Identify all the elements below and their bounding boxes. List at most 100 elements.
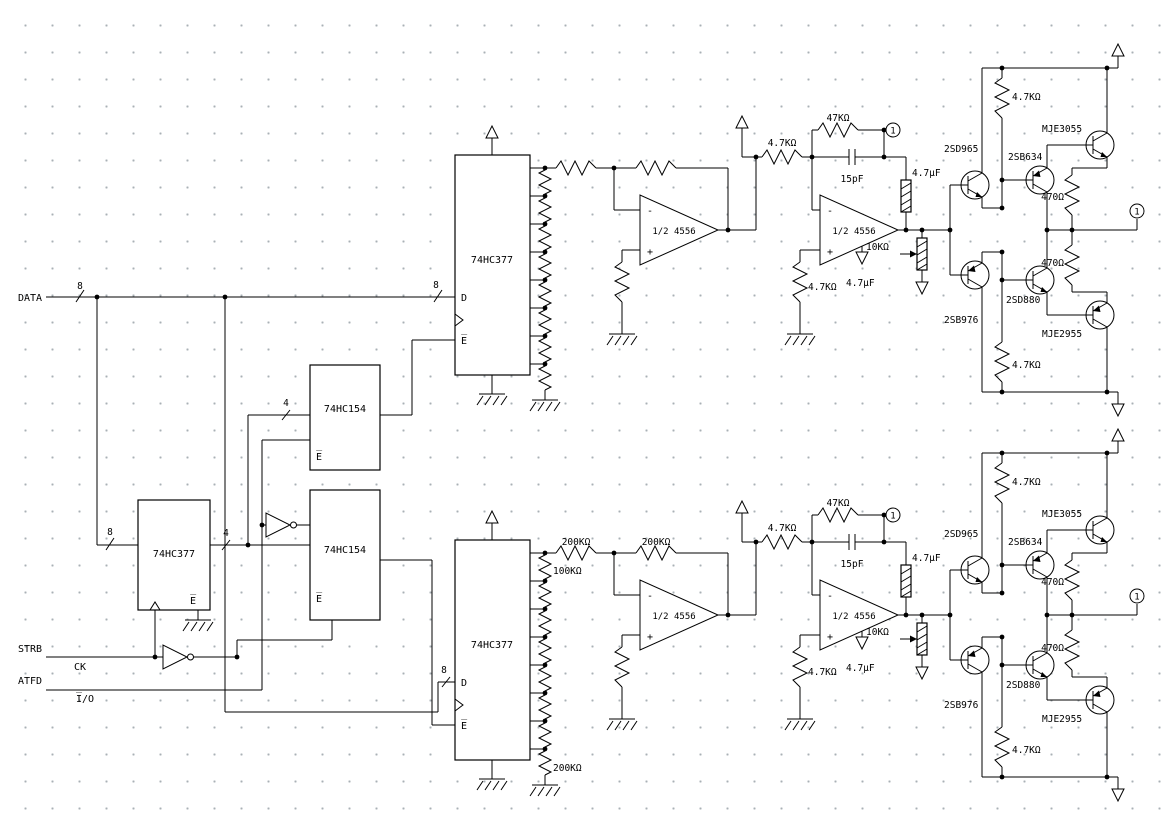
ground-symbol bbox=[606, 718, 638, 731]
data-signal-label: DATA bbox=[18, 293, 42, 304]
supply-arrow-down-icon bbox=[1111, 403, 1125, 418]
bus-slashes bbox=[75, 289, 451, 688]
decoder2-enable-pin: E̅ bbox=[316, 592, 323, 605]
ladder-resistor bbox=[538, 582, 552, 608]
resistor-value: 4.7KΩ bbox=[768, 138, 797, 149]
ladder-resistor bbox=[538, 169, 552, 195]
trimmer-pot bbox=[916, 622, 928, 656]
ladder-resistor bbox=[538, 225, 552, 251]
supply-arrow-up-icon bbox=[735, 499, 749, 514]
pre-driver-transistor bbox=[1025, 265, 1055, 295]
bias-resistor bbox=[614, 261, 630, 303]
emitter-resistor bbox=[1064, 559, 1080, 601]
capacitor-value: 4.7μF bbox=[912, 168, 941, 179]
emitter-resistor bbox=[1064, 629, 1080, 671]
clock-marker bbox=[454, 698, 464, 712]
transistor-label: MJE2955 bbox=[1042, 714, 1082, 725]
supply-arrow-up-icon bbox=[1111, 427, 1125, 442]
transistor-label: 2SB634 bbox=[1008, 537, 1043, 548]
dac-register-box bbox=[454, 154, 531, 376]
input-register-box bbox=[137, 499, 211, 611]
emitter-resistor bbox=[1064, 244, 1080, 286]
resistor-value: 47KΩ bbox=[827, 113, 850, 124]
inverter-gate bbox=[265, 512, 292, 538]
driver-transistor bbox=[960, 555, 990, 585]
electrolytic-cap bbox=[900, 179, 912, 213]
series-resistor bbox=[761, 534, 803, 550]
feedback-resistor bbox=[817, 507, 859, 523]
transistor-label: 2SD965 bbox=[944, 529, 978, 540]
node-marker-label: 1 bbox=[890, 512, 895, 522]
ground-symbol bbox=[606, 333, 638, 346]
inverter-bubble bbox=[290, 521, 297, 529]
bias-resistor bbox=[792, 646, 808, 688]
decoder2-label: 74HC154 bbox=[324, 545, 366, 556]
resistor-value: 4.7KΩ bbox=[1012, 745, 1041, 756]
trimmer-pot bbox=[916, 237, 928, 271]
wires bbox=[46, 296, 455, 726]
ground-symbol bbox=[784, 333, 816, 346]
transistor-label: MJE2955 bbox=[1042, 329, 1082, 340]
transistor-label: MJE3055 bbox=[1042, 124, 1082, 135]
resistor-value: 4.7KΩ bbox=[808, 282, 837, 293]
input-resistor bbox=[555, 545, 597, 561]
inverter-bubble bbox=[187, 653, 194, 661]
ground-symbol bbox=[476, 778, 508, 791]
driver-transistor bbox=[960, 260, 990, 290]
capacitor-value: 4.7μF bbox=[846, 278, 875, 289]
ladder-resistor bbox=[538, 694, 552, 720]
supply-arrow-down-icon bbox=[915, 281, 929, 296]
ground-symbol bbox=[182, 619, 214, 632]
series-resistor bbox=[761, 149, 803, 165]
bottom-channel-extra-labels: 200KΩ 200KΩ 100KΩ 200KΩ bbox=[553, 537, 671, 774]
atfd-signal-label: ATFD bbox=[18, 676, 42, 687]
driver-transistor bbox=[960, 645, 990, 675]
io-signal-label: I̅/O bbox=[76, 692, 94, 705]
resistor-value: 4.7KΩ bbox=[808, 667, 837, 678]
resistor-value: 200KΩ bbox=[642, 537, 671, 548]
ladder-resistor bbox=[538, 253, 552, 279]
node-marker-circle bbox=[1129, 588, 1145, 604]
resistor-value: 100KΩ bbox=[553, 566, 582, 577]
emitter-resistor bbox=[1064, 174, 1080, 216]
pre-driver-transistor bbox=[1025, 165, 1055, 195]
pulldown-resistor bbox=[994, 726, 1010, 768]
node-marker-label: 1 bbox=[890, 127, 895, 137]
inverter-gate bbox=[162, 644, 189, 670]
bus-width-4: 4 bbox=[283, 398, 289, 409]
power-transistor bbox=[1085, 300, 1115, 330]
clock-arrow-up-icon bbox=[485, 509, 499, 524]
ladder-resistor bbox=[538, 197, 552, 223]
ground-symbol bbox=[476, 393, 508, 406]
dac-channel: 74HC377 D E̅ 4.7KΩ 47KΩ 15pF 1 bbox=[440, 427, 1145, 803]
dac-register-box bbox=[454, 539, 531, 761]
transistor-label: 2SB976 bbox=[944, 315, 979, 326]
opamp1 bbox=[639, 579, 719, 651]
register-d-pin: D bbox=[461, 678, 467, 689]
ground-symbol bbox=[529, 784, 561, 797]
resistor-value: 470Ω bbox=[1041, 643, 1064, 654]
pullup-resistor bbox=[994, 462, 1010, 504]
junction-dots bbox=[542, 65, 1110, 395]
bus-width-8: 8 bbox=[433, 280, 439, 291]
supply-arrow-up-icon bbox=[735, 114, 749, 129]
node-marker-circle bbox=[1129, 203, 1145, 219]
wires bbox=[440, 56, 1138, 404]
input-register-enable-pin: E̅ bbox=[190, 594, 197, 607]
ladder-resistor bbox=[538, 365, 552, 391]
bias-resistor bbox=[614, 646, 630, 688]
capacitor-value: 4.7μF bbox=[846, 663, 875, 674]
resistor-value: 200KΩ bbox=[553, 763, 582, 774]
transistor-label: 2SD965 bbox=[944, 144, 978, 155]
capacitor-value: 15pF bbox=[841, 559, 864, 570]
wiper-arrow-icon bbox=[910, 635, 917, 643]
capacitor-value: 15pF bbox=[841, 174, 864, 185]
resistor-value: 470Ω bbox=[1041, 577, 1064, 588]
ladder-resistor bbox=[538, 610, 552, 636]
resistor-value: 200KΩ bbox=[562, 537, 591, 548]
register-enable-pin: E̅ bbox=[461, 334, 468, 347]
decoder1-box bbox=[309, 364, 381, 471]
power-transistor bbox=[1085, 515, 1115, 545]
pre-driver-transistor bbox=[1025, 650, 1055, 680]
wiper-arrow-icon bbox=[910, 250, 917, 258]
